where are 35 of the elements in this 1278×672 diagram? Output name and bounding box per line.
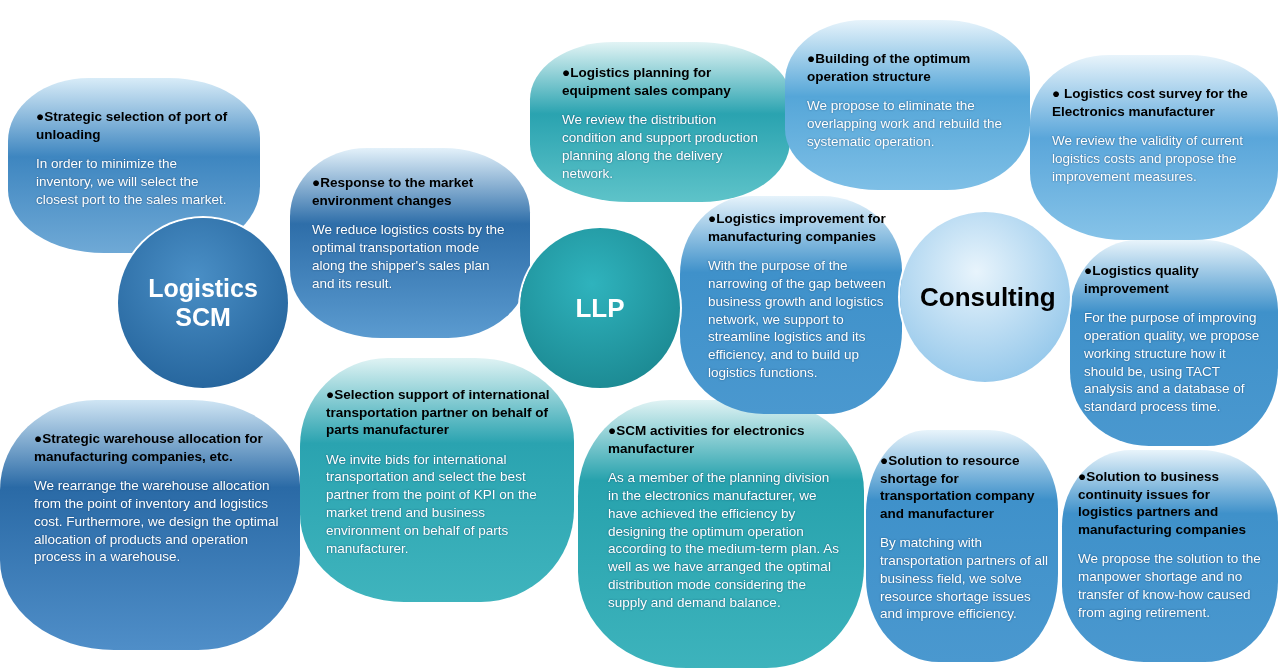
service-heading: ●Logistics planning for equipment sales company [562, 64, 732, 100]
service-description: We review the validity of current logistics costs and propose the improvement measures. [1052, 132, 1245, 186]
service-description: In order to minimize the inventory, we will select the closest port to the sales market. [36, 155, 228, 209]
service-description: As a member of the planning division in the electronics manufacturer, we have achieved the efficiency by designing the optimum operation according to the medium-term plan. As well as we have arranged the optimal distribution mode considering the supply and demand balance. [608, 469, 841, 612]
service-description: We rearrange the warehouse allocation from the point of inventory and logistics cost. Furthermore, we design the optimal allocation of products and operation process in a warehouse. [34, 477, 280, 567]
service-heading: ●Building of the optimum operation structure [807, 50, 972, 86]
service-heading: ●Logistics quality improvement [1084, 262, 1200, 298]
service-description: We propose the solution to the manpower shortage and no transfer of know-how caused from aging retirement. [1078, 550, 1262, 622]
hub-title: Logistics SCM [147, 274, 259, 332]
service-description: We invite bids for international transportation and select the best partner from the point of KPI on the market trend and business environment on behalf of parts manufacturer. [326, 450, 538, 558]
service-heading: ●Strategic selection of port of unloading [36, 108, 229, 144]
service-heading: ●Response to the market environment changes [312, 174, 475, 210]
service-heading: ●Solution to business continuity issues for logistics partners and manufacturing companies [1078, 468, 1248, 539]
service-cloud [785, 20, 1030, 190]
service-heading: ●Logistics improvement for manufacturing companies [708, 210, 887, 246]
service-cloud [1062, 450, 1278, 662]
service-description: With the purpose of the narrowing of the gap between business growth and logistics network, we support to streamline logistics and its efficiency, and to build up logistics functions. [708, 257, 887, 382]
service-description: We propose to eliminate the overlapping work and rebuild the systematic operation. [807, 97, 1004, 151]
service-cloud [1030, 55, 1278, 240]
service-heading: ●Selection support of international transportation partner on behalf of parts manufacturer [326, 386, 551, 439]
service-cloud [1070, 240, 1278, 446]
service-heading: ●Solution to resource shortage for transportation company and manufacturer [880, 452, 1036, 523]
service-description: By matching with transportation partners of all business field, we solve resource shortage issues and improve efficiency. [880, 534, 1050, 624]
service-cloud [530, 42, 790, 202]
service-cloud [866, 430, 1058, 662]
service-cloud [0, 400, 300, 650]
service-heading: ●Strategic warehouse allocation for manufacturing companies, etc. [34, 430, 264, 466]
service-description: We reduce logistics costs by the optimal transportation mode along the shipper's sales plan and its result. [312, 221, 506, 293]
hub-title: LLP [575, 292, 625, 324]
service-heading: ● Logistics cost survey for the Electronics manufacturer [1052, 85, 1249, 121]
service-cloud [680, 196, 902, 414]
service-description: For the purpose of improving operation quality, we propose working structure how it should be, using TACT analysis and a database of standard process time. [1084, 309, 1261, 416]
service-description: We review the distribution condition and support production planning along the delivery network. [562, 111, 759, 183]
service-heading: ●SCM activities for electronics manufacturer [608, 422, 806, 458]
service-cloud [290, 148, 530, 338]
